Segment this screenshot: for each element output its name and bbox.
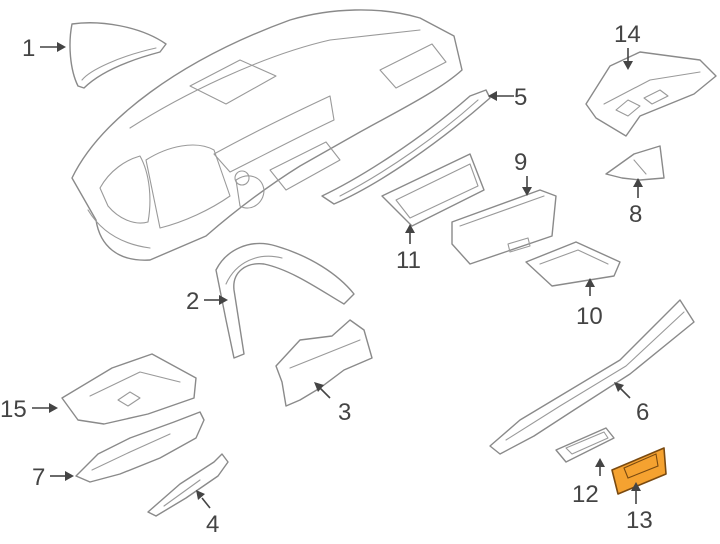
callout-3-number: 3 [338,399,351,426]
callout-8-number: 8 [629,201,642,228]
callout-4-number: 4 [206,511,219,538]
callout-10-number: 10 [576,303,603,330]
callout-6-number: 6 [636,399,649,426]
callout-7: 7 [32,464,74,491]
part-12-frame[interactable] [555,427,615,463]
part-14-bracket[interactable] [585,51,717,137]
callout-7-number: 7 [32,464,45,491]
callout-12: 12 [572,458,605,508]
part-6-dash-trim[interactable] [489,299,695,455]
callout-13-number: 13 [626,507,653,534]
part-11-tray[interactable] [381,153,485,227]
part-4-sill-strip[interactable] [147,453,229,517]
part-5-trim-strip[interactable] [321,89,491,205]
part-13-highlighted[interactable] [611,447,667,495]
part-10-liner[interactable] [525,241,621,287]
part-3-bracket[interactable] [275,319,373,407]
callout-4: 4 [196,490,219,538]
callout-1: 1 [22,35,66,62]
part-1-cover[interactable] [69,22,167,89]
callout-14: 14 [614,21,641,70]
callout-15-number: 15 [0,396,27,423]
callout-1-number: 1 [22,35,35,62]
callout-2-number: 2 [186,288,199,315]
callout-14-number: 14 [614,21,641,48]
callout-9: 9 [514,149,532,196]
callout-5: 5 [488,84,527,111]
callout-11-number: 11 [396,247,421,274]
callout-2: 2 [186,288,228,315]
callout-5-number: 5 [514,84,527,111]
callout-11: 11 [396,224,421,274]
callout-8: 8 [629,178,643,228]
callout-3: 3 [314,382,351,426]
part-7-lower-trim[interactable] [75,411,205,483]
instrument-panel[interactable] [71,9,463,261]
callout-10: 10 [576,278,603,330]
part-2-bezel[interactable] [215,242,355,359]
part-8-small-bracket[interactable] [605,145,665,181]
callout-9-number: 9 [514,149,527,176]
callout-12-number: 12 [572,481,599,508]
callout-13: 13 [626,482,653,534]
callout-6: 6 [614,382,649,426]
part-9-glove-box[interactable] [451,189,557,265]
callout-15: 15 [0,396,58,423]
part-15-knee-panel[interactable] [61,353,197,425]
